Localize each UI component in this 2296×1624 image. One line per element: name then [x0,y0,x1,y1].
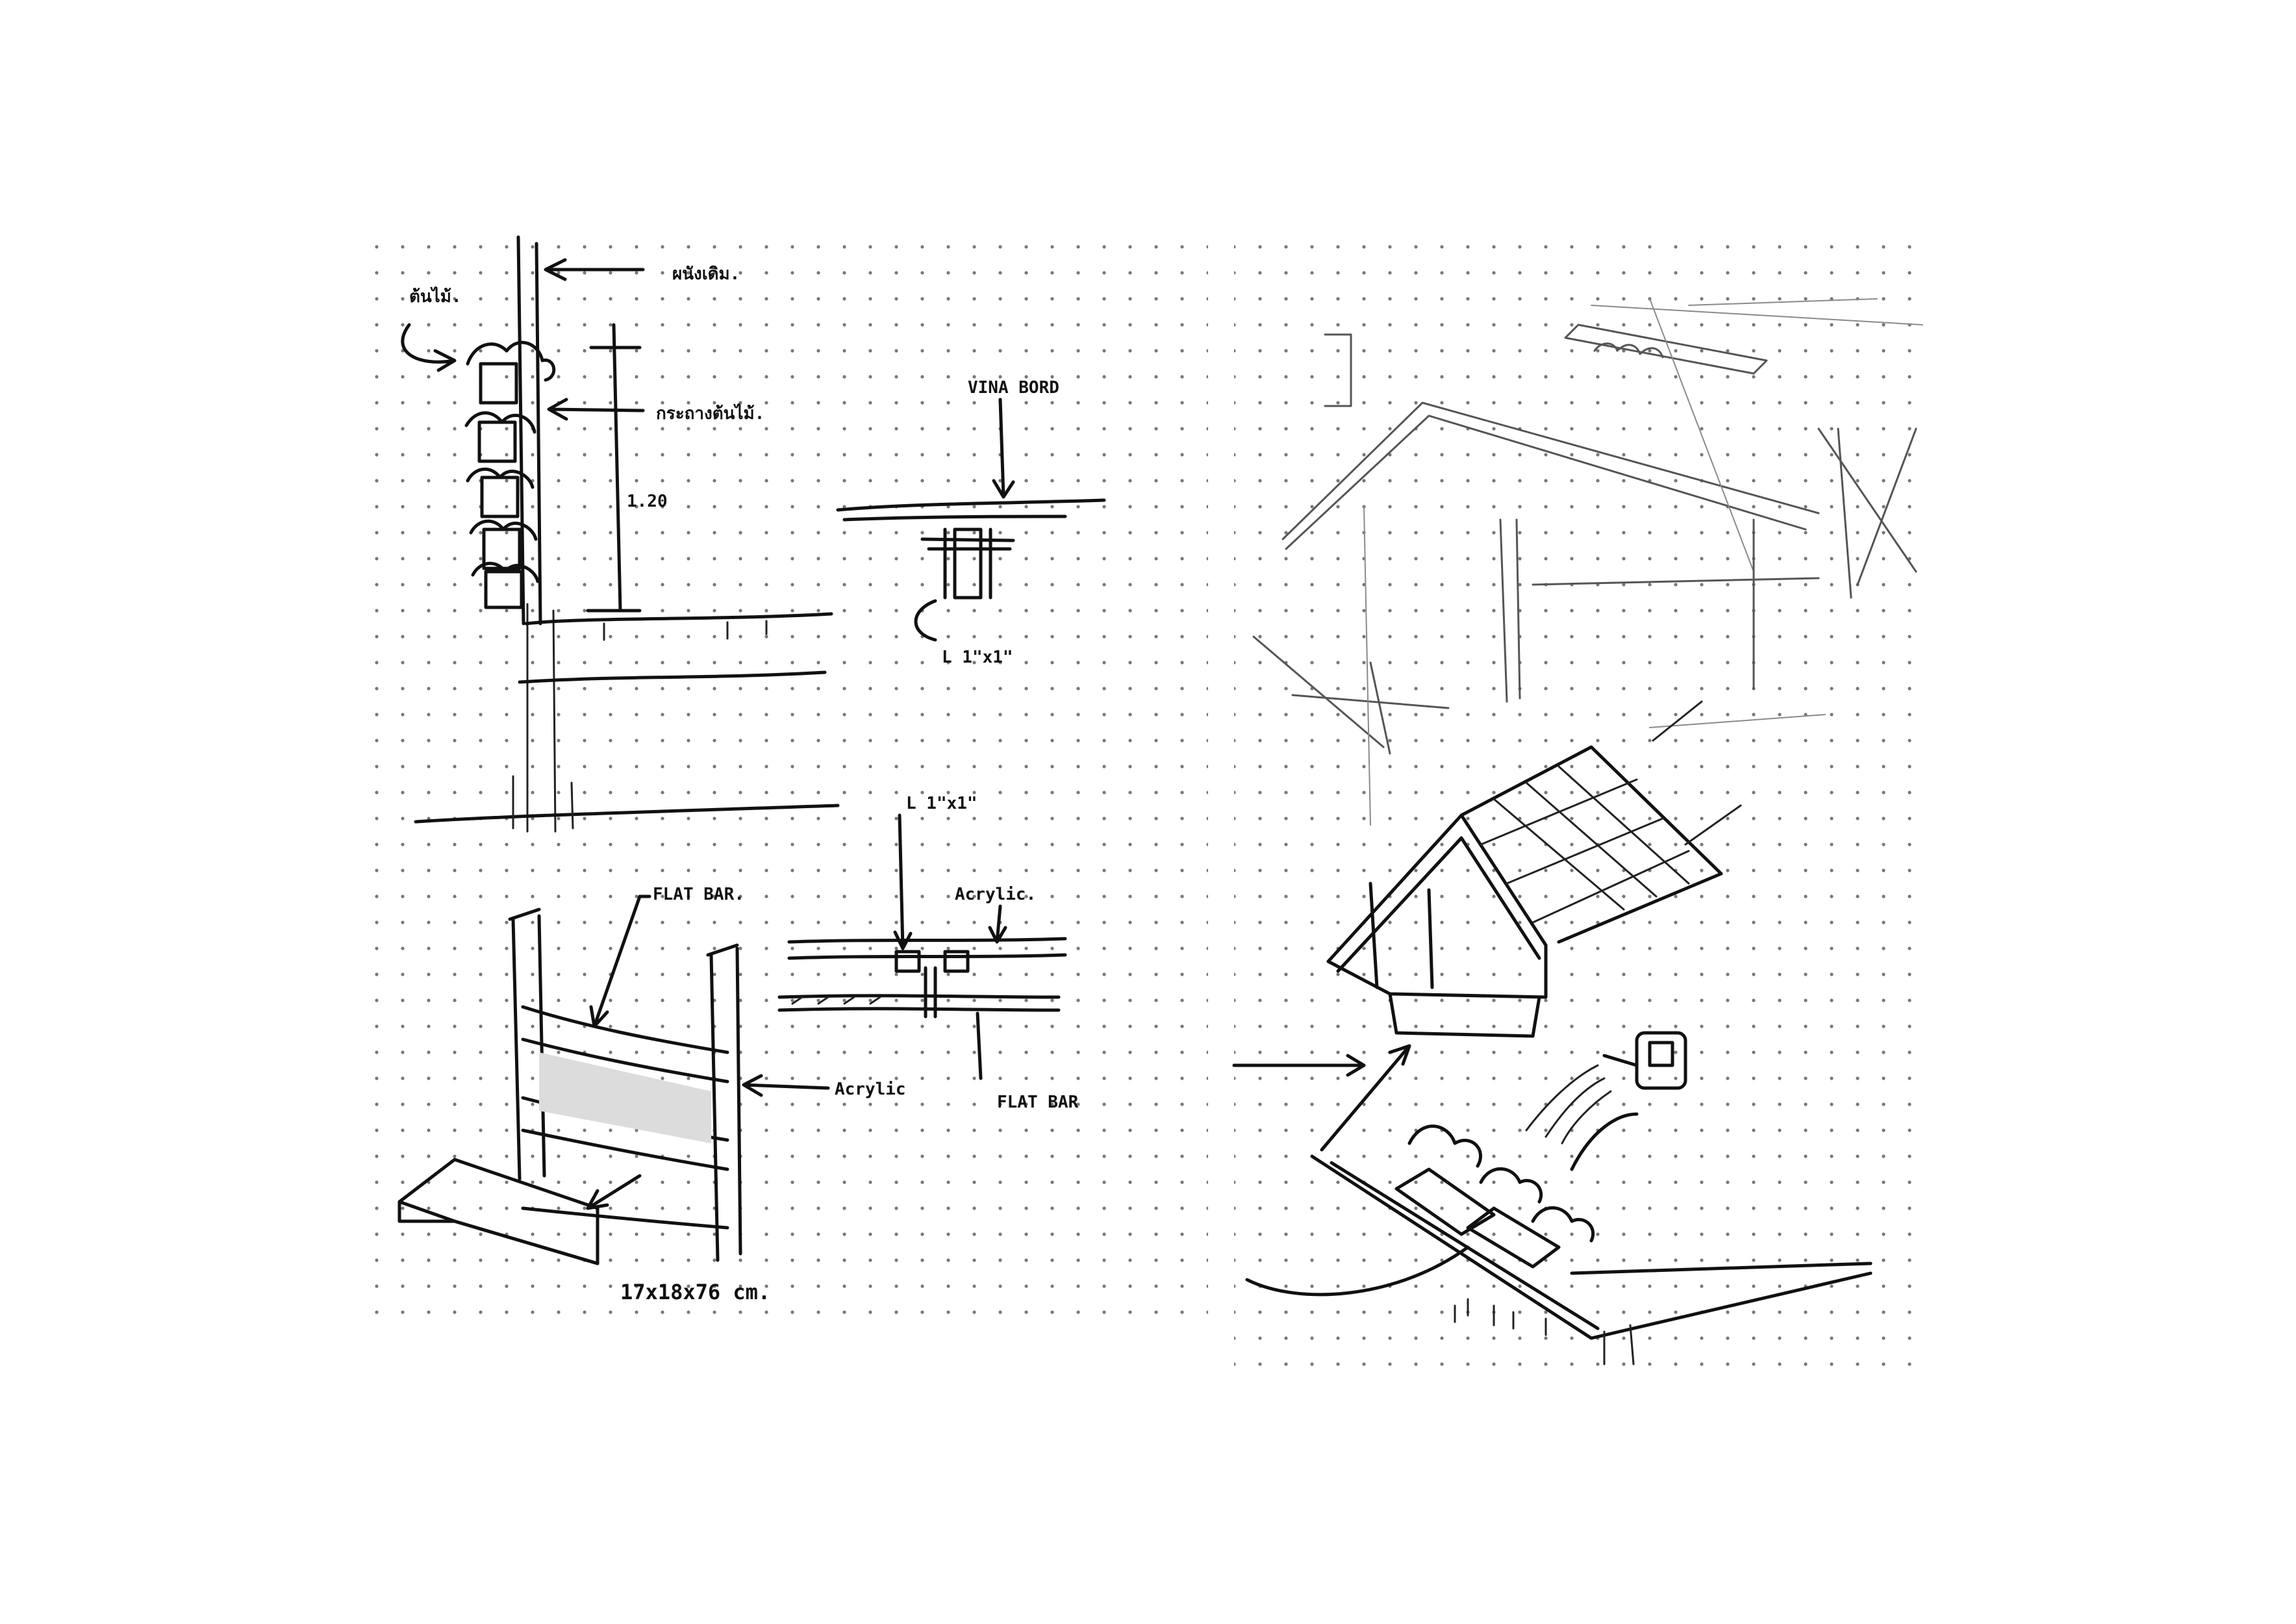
label-existing-wall: ผนังเดิม. [672,264,740,284]
gutter-planter-sketch [1232,1031,1873,1365]
label-pots: กระถางต้นไม้. [656,403,764,424]
wall-detail-sketch [836,398,1106,642]
label-height-dimension: 1.20 [627,492,668,511]
wall-section-sketch [401,235,840,833]
label-acrylic-iso: Acrylic [835,1080,906,1099]
label-flat-bar-detail: FLAT BAR [997,1093,1079,1112]
right-page-dot-grid [1234,240,1932,1371]
label-plants: ต้นไม้. [409,286,462,307]
roof-pencil-study [1252,298,1923,826]
roof-perspective-sketch [1326,700,1742,1038]
panel-detail-sketch [777,813,1067,1080]
label-vina-board: VINA BORD [968,378,1059,398]
label-panel-dimension: 17x18x76 cm. [620,1280,770,1304]
panel-isometric-sketch [397,894,830,1265]
label-acrylic-detail: Acrylic. [955,885,1036,904]
label-angle-upper: L 1"x1" [942,648,1013,667]
label-flat-bar-iso: FLAT BAR. [653,885,744,904]
label-angle-lower: L 1"x1" [906,794,978,813]
